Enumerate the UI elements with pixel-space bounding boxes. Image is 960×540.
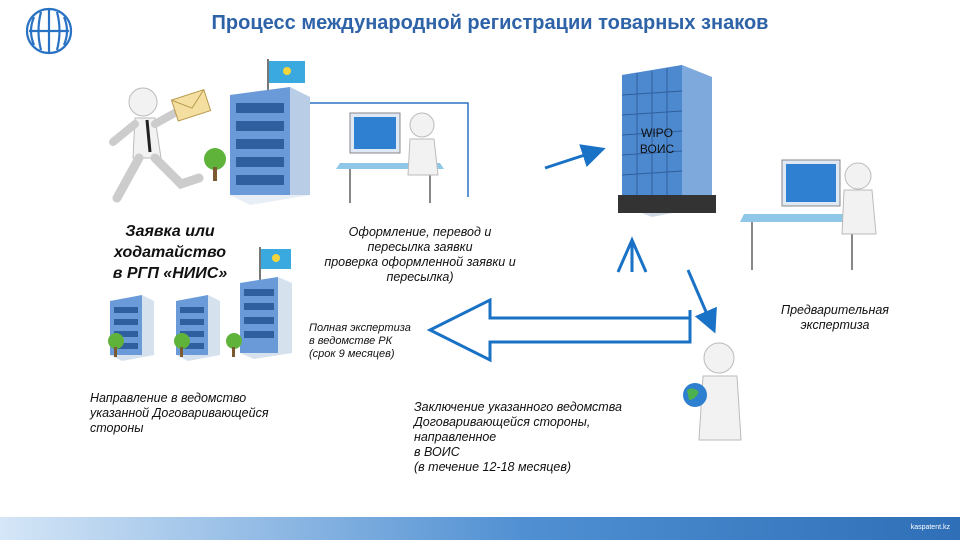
label-full-exam-line: (срок 9 месяцев): [309, 348, 395, 360]
wipo-line1: WIPO: [641, 126, 673, 140]
label-application-line: в РГП «НИИС»: [112, 265, 228, 282]
runner-figure: [109, 87, 204, 203]
label-processing-line: Оформление, перевод и: [348, 225, 492, 239]
label-conclusion-line: Заключение указанного ведомства: [414, 400, 622, 414]
footer-bar: [0, 517, 960, 540]
label-conclusion-line: в ВОИС: [414, 445, 460, 459]
label-full-exam: Полная экспертиза в ведомстве РК (срок 9…: [309, 322, 439, 361]
label-conclusion-line: Договаривающейся стороны,: [414, 415, 591, 429]
label-direction-line: Направление в ведомство: [90, 391, 247, 405]
label-direction: Направление в ведомство указанной Догова…: [90, 391, 320, 436]
label-application-line: ходатайство: [113, 244, 227, 261]
label-full-exam-line: Полная экспертиза: [309, 322, 411, 334]
examiner-computer: [740, 159, 877, 270]
label-processing-line: проверка оформленной заявки и: [324, 255, 516, 269]
label-direction-line: указанной Договаривающейся: [90, 406, 269, 420]
label-preliminary-line: экспертиза: [800, 318, 870, 332]
label-preliminary-line: Предварительная: [781, 303, 889, 317]
niis-building: [230, 59, 310, 205]
label-processing-line: пересылка заявки: [367, 240, 473, 254]
arrow-to-wipo: [544, 144, 606, 170]
page-title: Процесс международной регистрации товарн…: [211, 12, 769, 34]
label-processing: Оформление, перевод и пересылка заявки п…: [300, 225, 540, 285]
tree-icon: [204, 148, 226, 181]
wipo-building: [618, 65, 716, 217]
envelope-icon: [170, 88, 212, 122]
label-full-exam-line: в ведомстве РК: [309, 335, 393, 347]
wipo-label: WIPO ВОИС: [622, 125, 692, 157]
computer-icon: [354, 117, 396, 149]
label-direction-line: стороны: [90, 421, 144, 435]
label-processing-line: пересылка): [386, 270, 454, 284]
label-application-line: Заявка или: [125, 223, 215, 240]
label-conclusion-line: направленное: [414, 430, 497, 444]
label-preliminary: Предварительная экспертиза: [760, 303, 910, 333]
lower-buildings: [108, 247, 292, 361]
label-conclusion-line: (в течение 12-18 месяцев): [414, 460, 572, 474]
footer-site: kaspatent.kz: [910, 524, 950, 531]
label-conclusion: Заключение указанного ведомства Договари…: [414, 400, 674, 475]
wipo-line2: ВОИС: [639, 142, 675, 156]
label-application: Заявка или ходатайство в РГП «НИИС»: [90, 221, 250, 284]
arrow-full-exam: [426, 297, 692, 363]
operator-computer: [336, 112, 444, 203]
globe-man: [683, 342, 742, 441]
logo-icon: [25, 7, 73, 55]
arrow-to-examiner: [686, 269, 717, 334]
